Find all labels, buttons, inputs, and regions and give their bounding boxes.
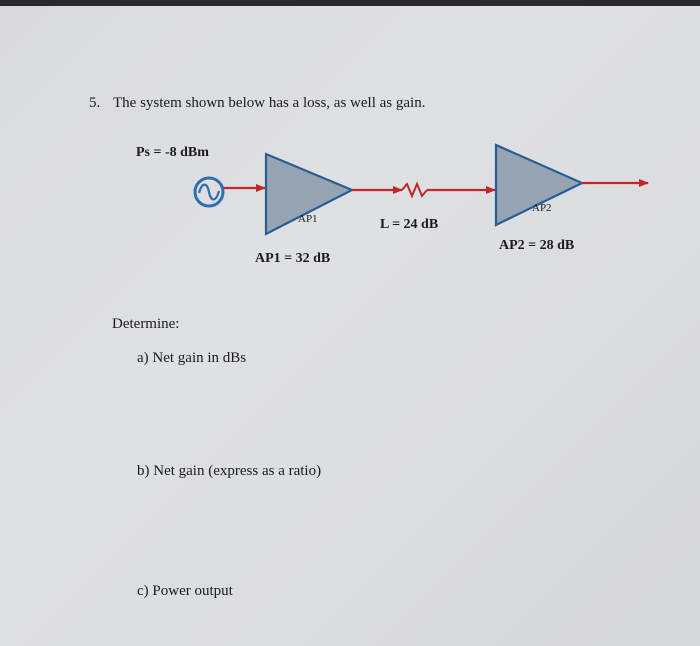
question-text: The system shown below has a loss, as we… <box>113 95 426 111</box>
amplifier-2-triangle <box>494 143 585 227</box>
source-power-label: Ps = -8 dBm <box>136 145 209 160</box>
photo-top-edge <box>0 0 700 6</box>
amplifier-1-gain-label: AP1 = 32 dB <box>255 251 331 266</box>
part-b: b) Net gain (express as a ratio) <box>137 463 322 479</box>
question-number: 5. <box>89 95 101 111</box>
loss-resistor-icon <box>401 181 428 199</box>
amplifier-2-gain-label: AP2 = 28 dB <box>499 238 575 253</box>
part-c: c) Power output <box>137 583 233 599</box>
amplifier-1-triangle <box>264 152 355 236</box>
signal-source-icon <box>193 176 225 208</box>
loss-label: L = 24 dB <box>380 217 439 232</box>
amplifier-1-inner-label: AP1 <box>298 213 318 225</box>
part-a: a) Net gain in dBs <box>137 350 247 366</box>
amplifier-2-inner-label: AP2 <box>532 202 552 214</box>
determine-heading: Determine: <box>112 316 180 332</box>
